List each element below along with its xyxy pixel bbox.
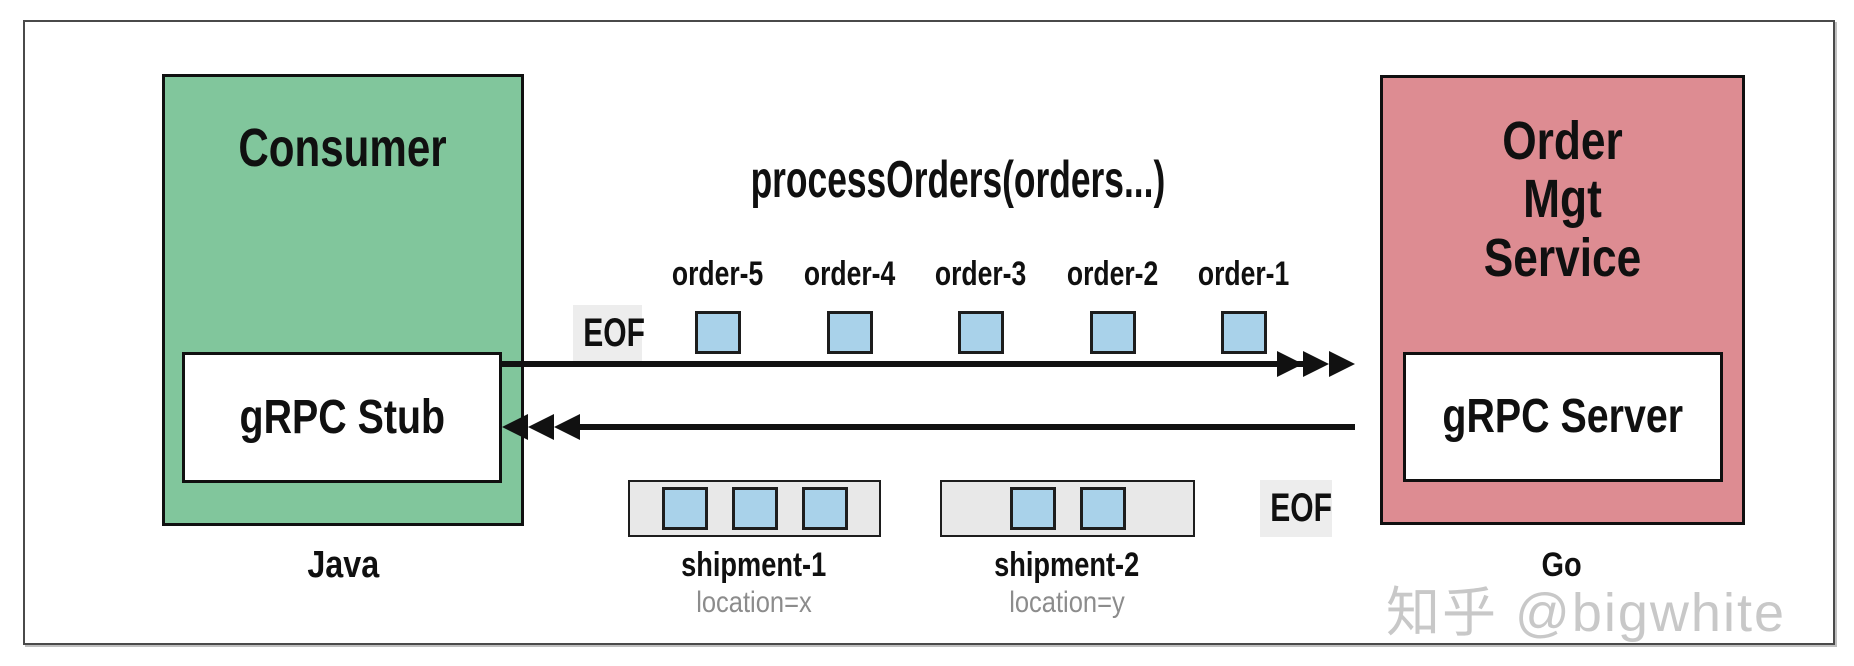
grpc-server-label: gRPC Server [1442,390,1684,443]
order-2-message-square [1090,311,1136,354]
consumer-box-title: Consumer [165,118,521,178]
shipment-1-message-square [801,487,848,530]
order-2-label: order-2 [1067,255,1159,293]
order-4-message-square [827,311,873,354]
shipment-2-label: shipment-2 [994,546,1140,584]
order-3-message-square [958,311,1004,354]
shipment-1-container [628,480,881,537]
consumer-language-label: Java [307,544,379,586]
shipment-2-location-label: location=y [1009,586,1125,619]
order-message-3: order-3 [915,256,1047,354]
service-box-title: Order Mgt Service [1438,112,1687,287]
order-message-4: order-4 [784,256,916,354]
request-eof-badge: EOF [573,305,645,362]
rpc-method-title: processOrders(orders...) [750,151,1166,209]
order-3-label: order-3 [935,255,1027,293]
shipment-2-container [940,480,1195,537]
grpc-server-box: gRPC Server [1403,352,1723,482]
watermark: 知乎 @bigwhite [1386,583,1786,643]
service-box-title-text: Order Mgt Service [1483,111,1642,288]
order-1-message-square [1221,311,1267,354]
order-message-2: order-2 [1047,256,1179,354]
diagram-frame: Consumer gRPC Stub Java Order Mgt Servic… [23,20,1835,645]
grpc-stub-box: gRPC Stub [182,352,502,483]
shipment-1-label: shipment-1 [681,546,827,584]
response-eof-badge: EOF [1260,480,1332,537]
order-message-5: order-5 [652,256,784,354]
shipment-1-location-label: location=x [696,586,812,619]
shipment-2-message-square [1079,487,1126,530]
order-5-message-square [695,311,741,354]
order-4-label: order-4 [804,255,896,293]
shipment-1-message-square [731,487,778,530]
grpc-stub-label: gRPC Stub [239,391,445,444]
order-1-label: order-1 [1198,255,1290,293]
order-message-1: order-1 [1178,256,1310,354]
service-language-label: Go [1541,546,1583,584]
consumer-box-title-text: Consumer [238,118,448,178]
order-5-label: order-5 [672,255,764,293]
shipment-1-message-square [661,487,708,530]
shipment-2-message-square [1009,487,1056,530]
